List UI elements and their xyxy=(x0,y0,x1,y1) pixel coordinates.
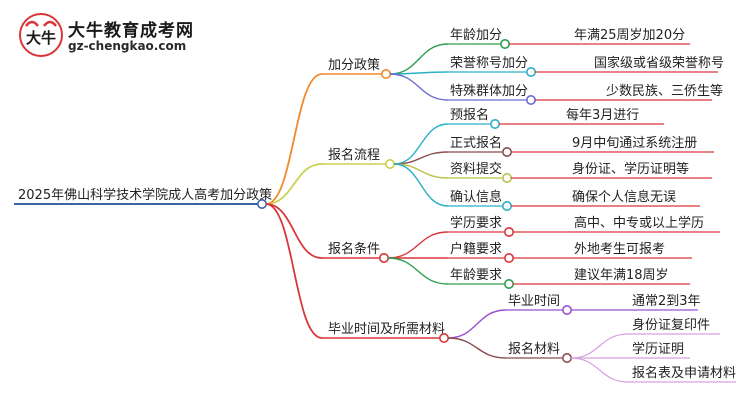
child-connector xyxy=(387,231,449,259)
detail-label[interactable]: 高中、中专或以上学历 xyxy=(574,215,704,231)
detail-label[interactable]: 外地考生可报考 xyxy=(574,242,665,257)
detail-label[interactable]: 身份证复印件 xyxy=(632,317,710,333)
branch-node-dot xyxy=(378,253,389,264)
bull-logo-icon: 大牛 xyxy=(19,13,63,57)
child-node-dot xyxy=(489,119,500,130)
child-label[interactable]: 年龄加分 xyxy=(450,28,502,43)
child-connector xyxy=(387,257,449,285)
detail-label[interactable]: 学历证明 xyxy=(632,341,684,357)
child-connector xyxy=(393,163,449,207)
child-label[interactable]: 正式报名 xyxy=(450,135,502,151)
child-node-dot xyxy=(525,67,536,78)
branch-label[interactable]: 加分政策 xyxy=(328,57,380,73)
child-connector xyxy=(447,309,507,339)
child-label[interactable]: 确认信息 xyxy=(450,189,502,205)
branch-connector xyxy=(265,73,323,205)
detail-label[interactable]: 通常2到3年 xyxy=(632,294,701,309)
child-connector xyxy=(447,337,507,359)
detail-label[interactable]: 少数民族、三侨生等 xyxy=(606,83,723,99)
detail-label[interactable]: 年满25周岁加20分 xyxy=(574,28,685,43)
logo-glyph: 大牛 xyxy=(26,29,56,47)
child-label[interactable]: 荣誉称号加分 xyxy=(450,56,528,71)
child-node-dot xyxy=(501,173,512,184)
child-node-dot xyxy=(525,95,536,106)
branch-node-dot xyxy=(380,69,391,80)
child-connector xyxy=(389,43,449,75)
child-label[interactable]: 报名材料 xyxy=(508,341,560,357)
child-node-dot xyxy=(561,352,572,363)
branch-connector xyxy=(265,203,323,259)
branch-label[interactable]: 报名条件 xyxy=(328,241,380,257)
branch-node-dot xyxy=(384,159,395,170)
brand-logo[interactable]: 大牛 大牛教育成考网 gz-chengkao.com xyxy=(18,12,218,62)
child-node-dot xyxy=(561,304,572,315)
child-label[interactable]: 特殊群体加分 xyxy=(450,84,528,99)
child-label[interactable]: 毕业时间 xyxy=(508,294,560,309)
root-label[interactable]: 2025年佛山科学技术学院成人高考加分政策 xyxy=(18,187,272,203)
detail-connector xyxy=(570,357,629,383)
detail-label[interactable]: 确保个人信息无误 xyxy=(572,189,676,205)
child-connector xyxy=(389,73,449,101)
child-label[interactable]: 预报名 xyxy=(450,107,489,123)
detail-connector xyxy=(570,333,629,359)
child-node-dot xyxy=(501,147,512,158)
child-label[interactable]: 户籍要求 xyxy=(450,241,502,257)
brand-title: 大牛教育成考网 xyxy=(68,21,194,41)
detail-label[interactable]: 身份证、学历证明等 xyxy=(572,161,689,177)
detail-label[interactable]: 9月中旬通过系统注册 xyxy=(572,136,697,151)
branch-connector xyxy=(265,203,323,339)
detail-label[interactable]: 国家级或省级荣誉称号 xyxy=(594,55,724,71)
child-label[interactable]: 年龄要求 xyxy=(450,268,502,283)
child-connector xyxy=(393,123,449,165)
brand-url: gz-chengkao.com xyxy=(68,39,187,53)
child-label[interactable]: 资料提交 xyxy=(450,161,502,177)
child-node-dot xyxy=(501,201,512,212)
child-node-dot xyxy=(499,38,510,49)
branch-node-dot xyxy=(438,332,449,343)
branch-label[interactable]: 毕业时间及所需材料 xyxy=(328,322,445,337)
child-label[interactable]: 学历要求 xyxy=(450,215,502,231)
branch-connector xyxy=(265,163,323,205)
detail-label[interactable]: 建议年满18周岁 xyxy=(574,268,669,283)
branch-label[interactable]: 报名流程 xyxy=(328,147,380,163)
child-node-dot xyxy=(503,253,514,264)
child-node-dot xyxy=(503,227,514,238)
child-node-dot xyxy=(503,278,514,289)
detail-label[interactable]: 每年3月进行 xyxy=(566,107,639,123)
root-node-dot xyxy=(256,199,267,210)
detail-label[interactable]: 报名表及申请材料 xyxy=(632,365,736,381)
